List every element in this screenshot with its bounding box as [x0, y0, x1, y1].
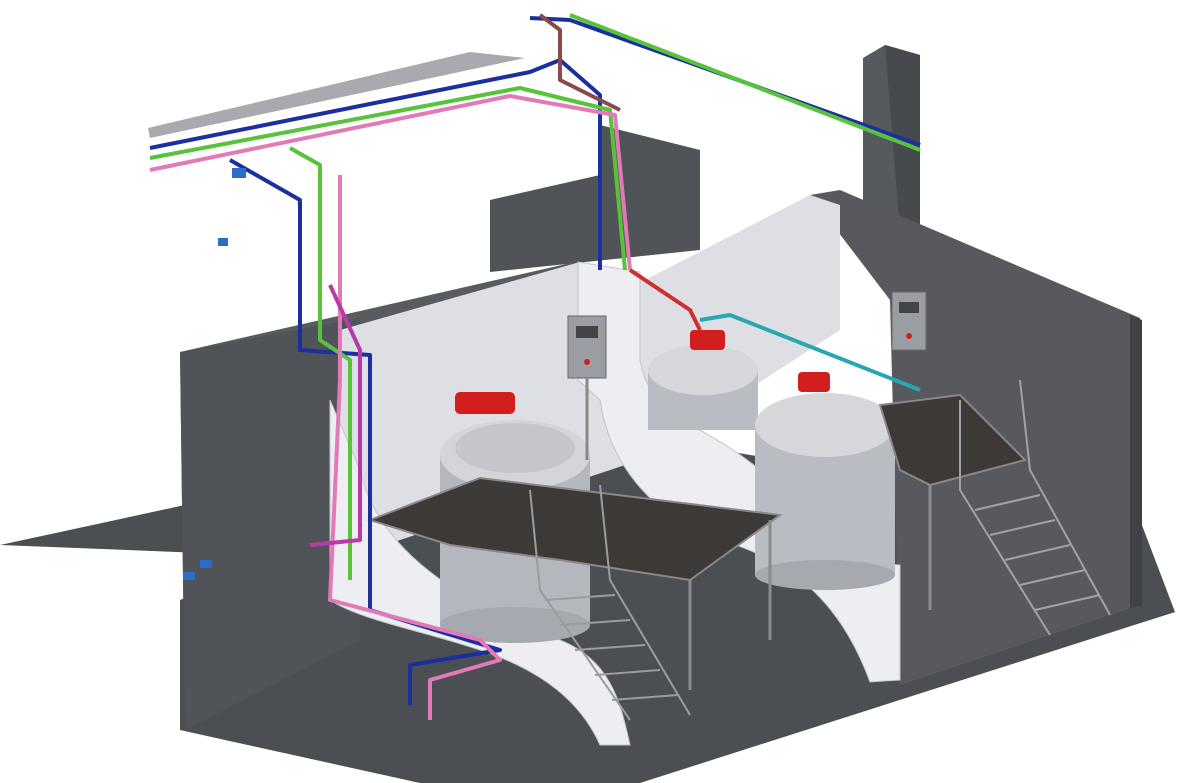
pipework — [149, 13, 921, 720]
control-panel-left — [567, 315, 607, 460]
left-wall-face — [180, 318, 360, 730]
front-curved-wall — [329, 399, 631, 746]
pipe-green-3 — [289, 146, 352, 580]
stairs-right — [959, 379, 1111, 636]
tank-back — [648, 345, 758, 430]
tank-right — [755, 393, 895, 590]
stairs-left — [529, 484, 691, 721]
agitator-motors — [455, 330, 830, 414]
pipe-magenta — [309, 284, 362, 547]
pipe-brown — [538, 13, 621, 112]
pipe-blue-2 — [229, 158, 502, 705]
right-wall-edge — [1130, 315, 1142, 608]
pipe-green — [149, 86, 627, 271]
pipe-pink-2 — [328, 175, 502, 720]
pipe-pink — [149, 94, 632, 271]
platform-right — [878, 393, 1027, 487]
fittings — [183, 168, 246, 580]
control-panel-right — [891, 291, 927, 351]
pipe-green-2 — [569, 13, 921, 152]
pipe-red — [628, 268, 702, 331]
pipe-rack — [148, 52, 525, 138]
pipe-cyan — [699, 313, 921, 392]
background-block — [490, 125, 700, 272]
platform-legs — [688, 485, 932, 690]
